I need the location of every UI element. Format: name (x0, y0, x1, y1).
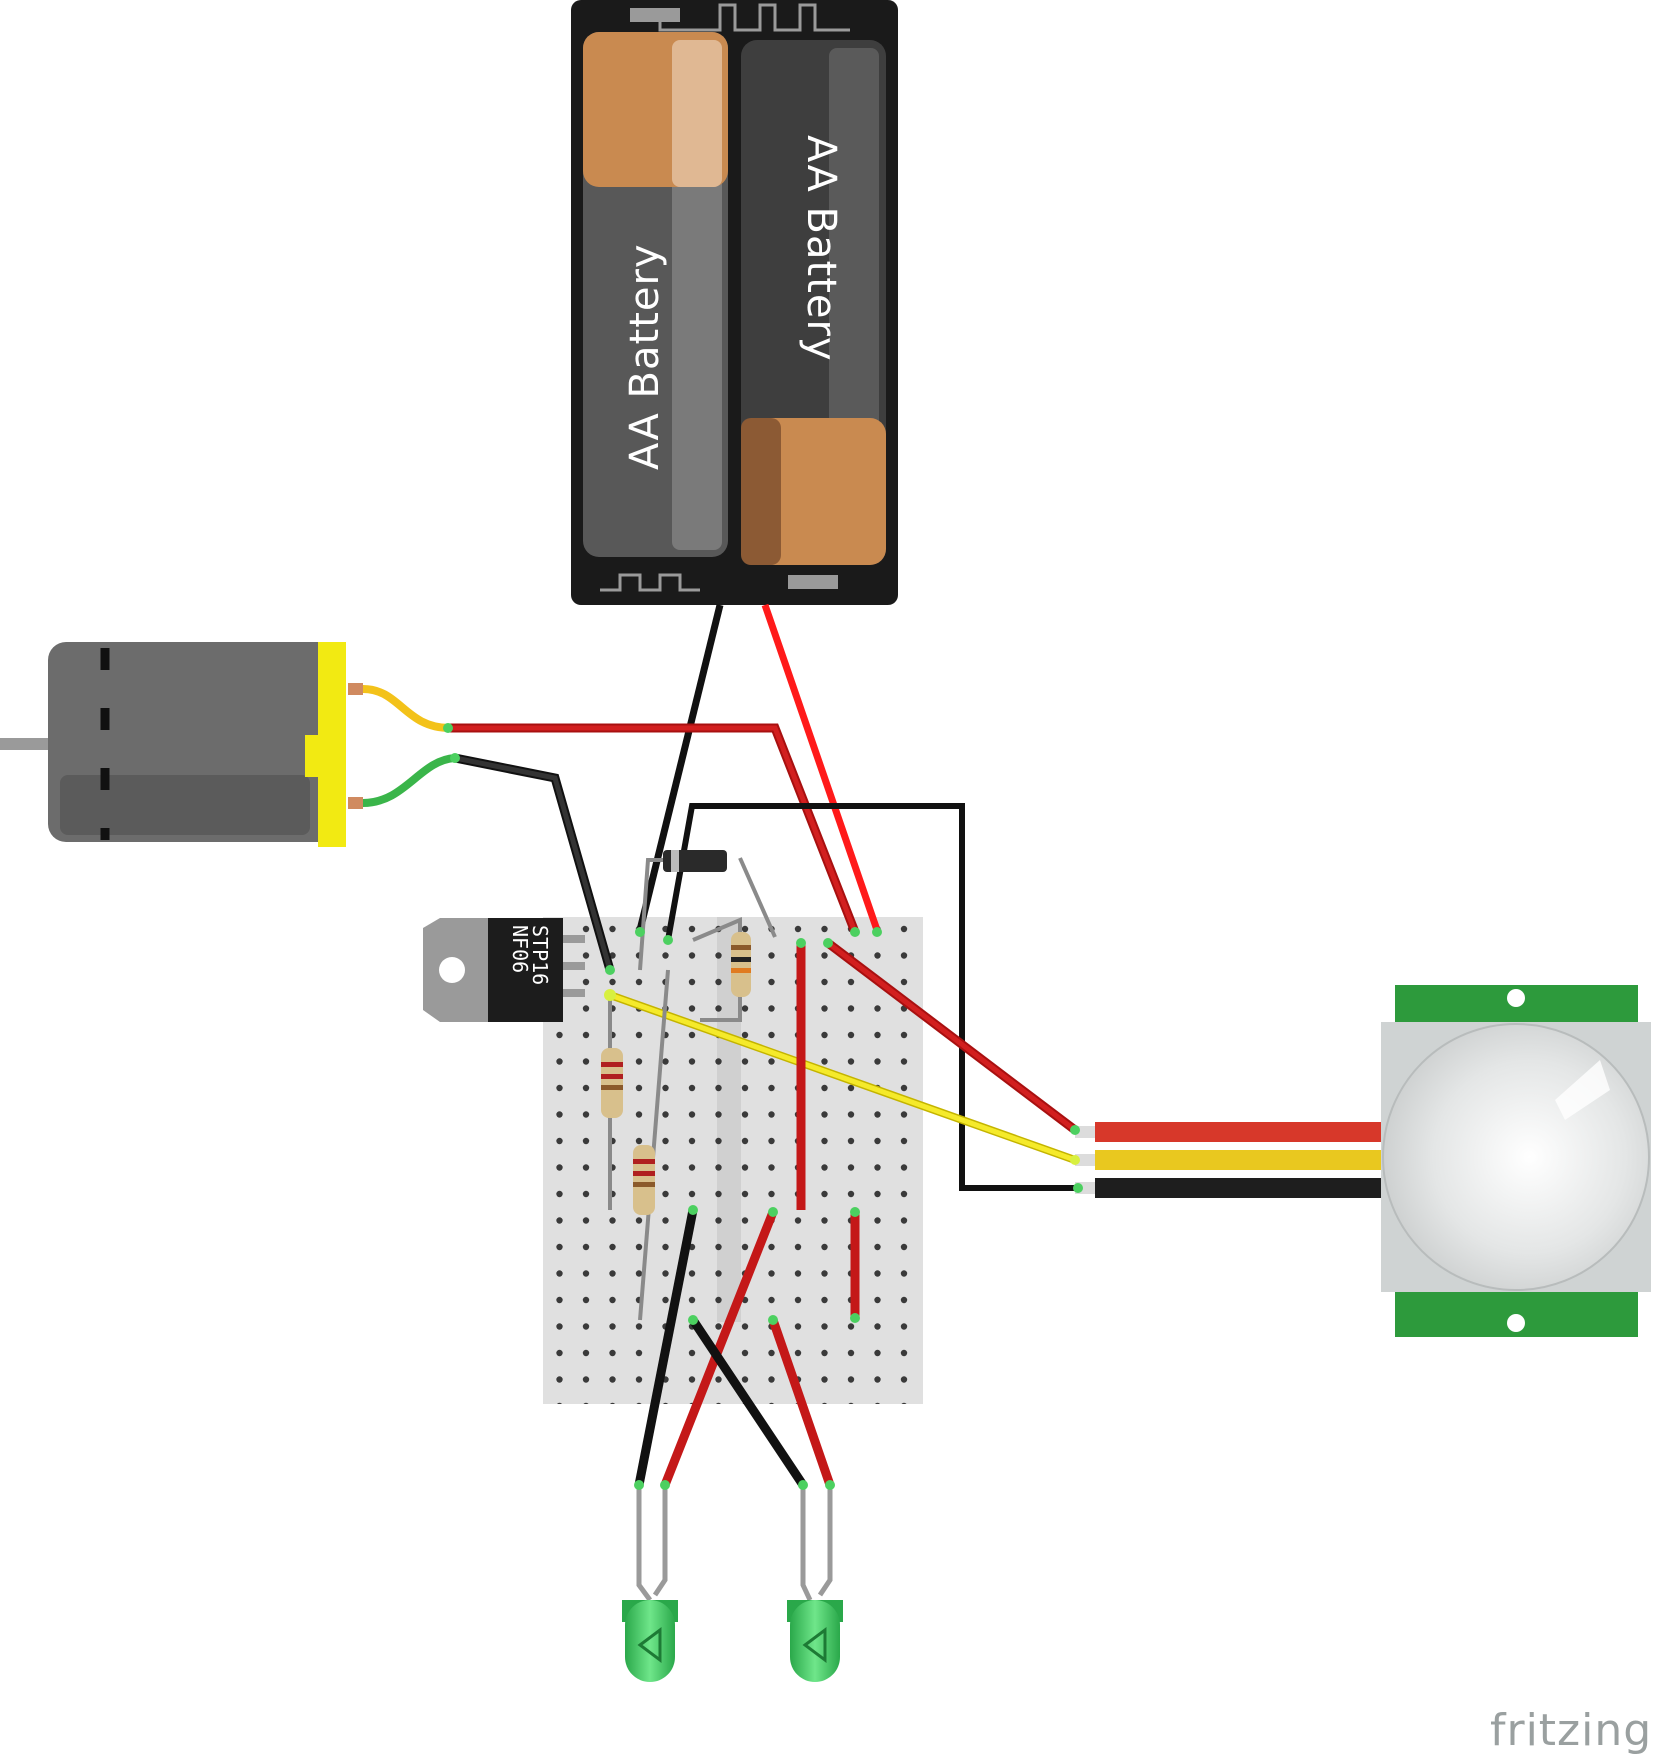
transistor-label-line2: NF06 (508, 925, 532, 973)
wire-red-motor (448, 723, 860, 934)
battery-cell-right: AA Battery (741, 40, 886, 565)
resistor-top (731, 932, 751, 997)
battery-red-lead (761, 603, 881, 932)
pir-sensor (1381, 985, 1651, 1337)
transistor-label-line1: STP16 (528, 925, 552, 985)
led-left (622, 1485, 678, 1682)
led-right (787, 1485, 843, 1682)
battery-black-lead (636, 604, 724, 931)
mosfet-transistor: STP16 NF06 (423, 918, 585, 1022)
diode (663, 850, 727, 872)
wire-black-led1 (634, 1209, 698, 1486)
battery-holder: AA Battery AA Battery (571, 0, 898, 605)
battery-label-left: AA Battery (622, 243, 668, 470)
resistor-left (601, 1048, 623, 1118)
dc-motor (0, 642, 363, 847)
battery-label-right: AA Battery (798, 135, 844, 362)
motor-yellow-lead (362, 685, 451, 732)
resistor-middle (633, 1145, 655, 1215)
fritzing-logo: fritzing (1490, 1705, 1652, 1755)
wire-red-led1 (660, 1210, 778, 1487)
connection-points (443, 723, 1083, 1490)
wire-black-led2 (689, 1317, 807, 1488)
wire-red-led2 (768, 1318, 835, 1487)
battery-cell-left: AA Battery (583, 32, 728, 557)
motor-green-lead (362, 754, 456, 807)
pir-cable (1075, 1122, 1381, 1198)
